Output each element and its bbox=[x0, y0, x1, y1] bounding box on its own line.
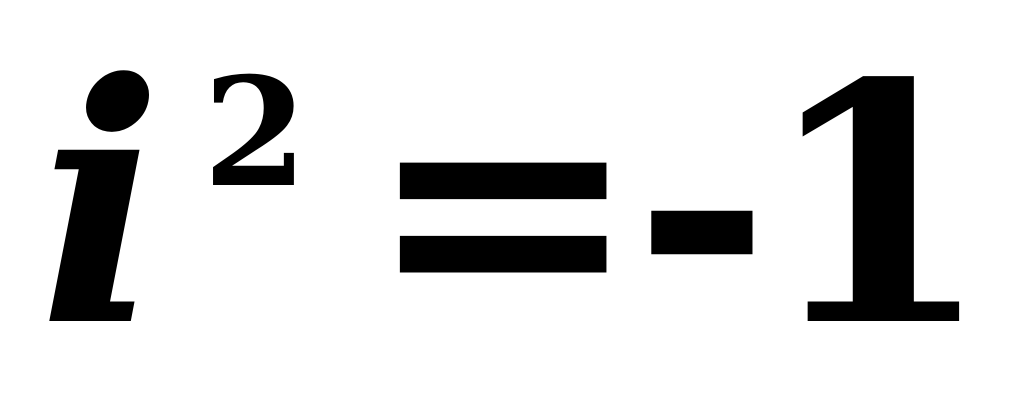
equation-exponent: 2 bbox=[203, 45, 308, 221]
equation-base: i bbox=[38, 11, 164, 399]
equation-right-hand-side: =-1 bbox=[364, 11, 992, 399]
